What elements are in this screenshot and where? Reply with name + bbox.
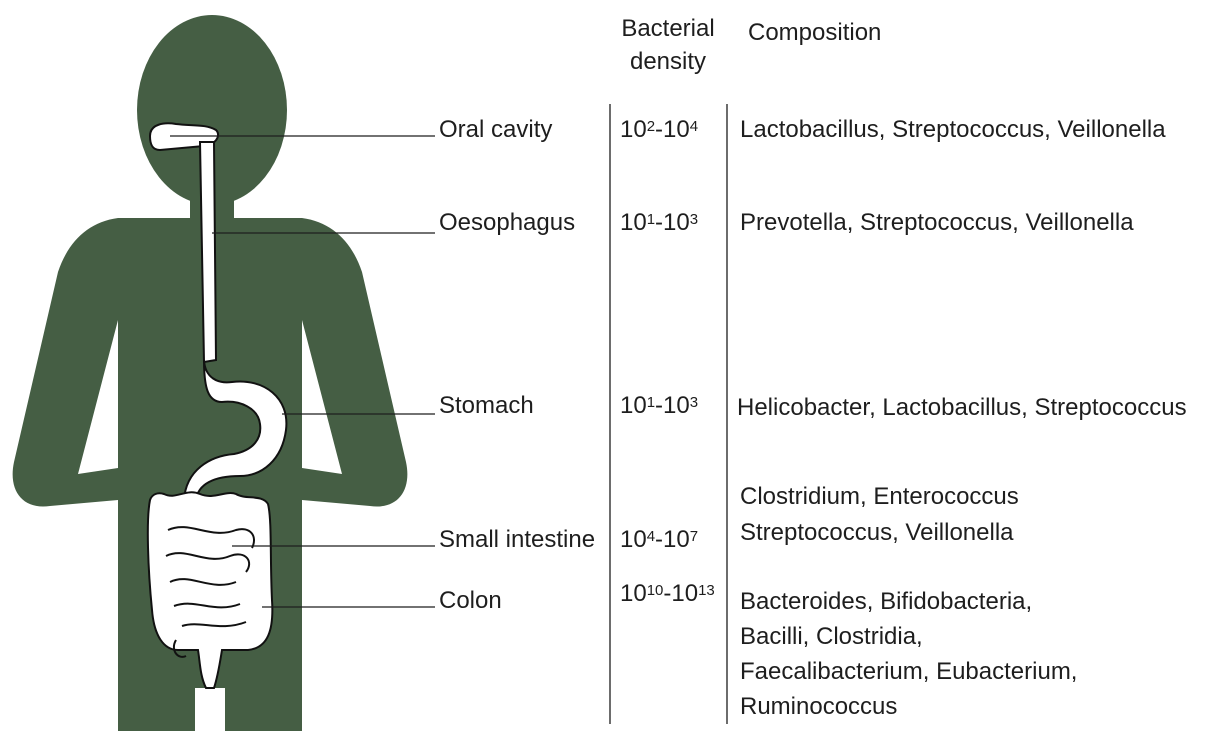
organ-label-oesophagus: Oesophagus [439, 207, 575, 239]
oesophagus-tube [200, 142, 216, 362]
composition-small-intestine: Clostridium, Enterococcus Streptococcus,… [740, 479, 1019, 551]
density-oral-cavity: 102-104 [620, 114, 698, 146]
composition-colon: Bacteroides, Bifidobacteria, Bacilli, Cl… [740, 584, 1077, 724]
density-small-intestine: 104-107 [620, 524, 698, 556]
left-arm [13, 218, 118, 507]
composition-oesophagus: Prevotella, Streptococcus, Veillonella [740, 207, 1134, 239]
header-line: density [598, 45, 738, 78]
composition-stomach: Helicobacter, Lactobacillus, Streptococc… [737, 392, 1187, 424]
composition-oral-cavity: Lactobacillus, Streptococcus, Veillonell… [740, 114, 1166, 146]
header-line: Bacterial [598, 12, 738, 45]
density-colon: 1010-1013 [620, 578, 715, 610]
organ-label-colon: Colon [439, 585, 502, 617]
composition-line: Streptococcus, Veillonella [740, 515, 1019, 551]
density-stomach: 101-103 [620, 390, 698, 422]
composition-line: Clostridium, Enterococcus [740, 479, 1019, 515]
organ-label-oral-cavity: Oral cavity [439, 114, 552, 146]
composition-line: Ruminococcus [740, 689, 1077, 724]
right-arm [302, 218, 407, 507]
composition-line: Faecalibacterium, Eubacterium, [740, 654, 1077, 689]
organ-label-stomach: Stomach [439, 390, 534, 422]
organ-label-small-intestine: Small intestine [439, 524, 595, 556]
composition-line: Bacteroides, Bifidobacteria, [740, 584, 1077, 619]
composition-line: Bacilli, Clostridia, [740, 619, 1077, 654]
density-oesophagus: 101-103 [620, 207, 698, 239]
header-composition: Composition [748, 16, 881, 49]
